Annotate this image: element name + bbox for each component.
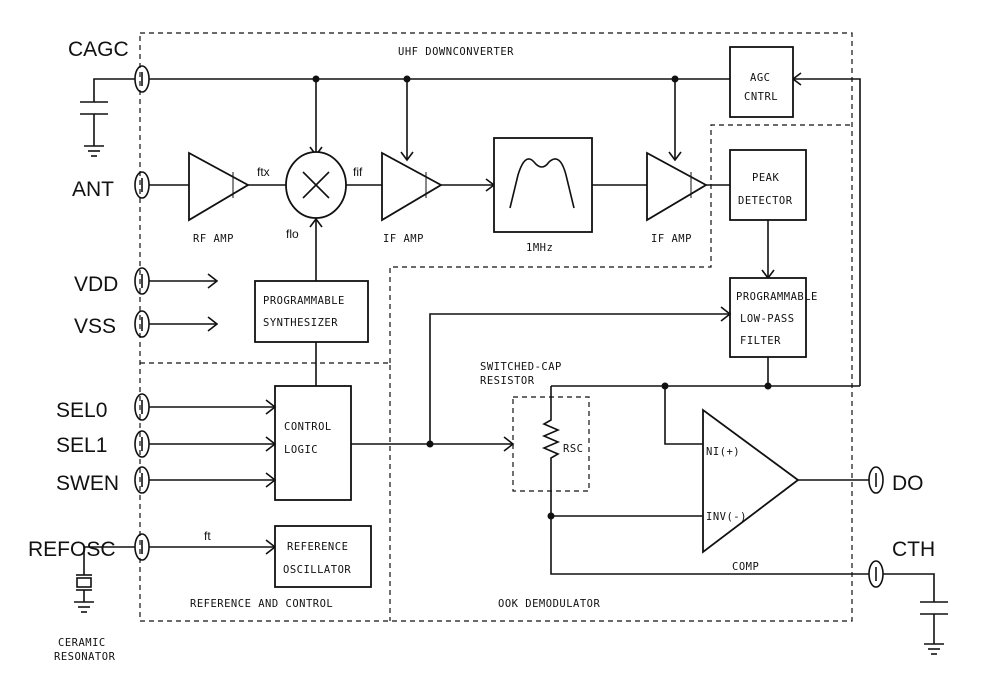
- pin-label-ant: ANT: [72, 178, 114, 201]
- signal-ft: ft: [204, 529, 211, 543]
- control-output-net: [351, 306, 732, 452]
- comp-plus-label: NI(+): [706, 446, 740, 458]
- if-amp-1: [381, 151, 443, 222]
- pin-swen: SWEN: [56, 466, 150, 495]
- refosc-label-line1: REFERENCE: [287, 541, 348, 553]
- synthesizer-block: [254, 280, 369, 343]
- mixer-lo-arrow: [309, 217, 323, 228]
- if-amp-1-label: IF AMP: [383, 233, 424, 245]
- pin-vss: VSS: [74, 310, 150, 338]
- section-label-ook: OOK DEMODULATOR: [498, 598, 601, 610]
- section-label-uhf: UHF DOWNCONVERTER: [398, 46, 514, 58]
- ceramic-label-line2: RESONATOR: [54, 651, 116, 663]
- pin-label-swen: SWEN: [56, 472, 119, 495]
- filter-label: 1MHz: [526, 242, 553, 254]
- pin-sel0: SEL0: [56, 393, 150, 422]
- select-inputs: [149, 399, 277, 488]
- rf-amp-label: RF AMP: [193, 233, 234, 245]
- synth-label-line2: SYNTHESIZER: [263, 317, 338, 329]
- pin-vdd: VDD: [74, 267, 150, 296]
- control-logic-block: [274, 385, 352, 501]
- cagc-capacitor: [80, 78, 135, 157]
- peak-label-line2: DETECTOR: [738, 195, 793, 207]
- lpf-output-net: [551, 357, 860, 445]
- mixer: [285, 151, 347, 219]
- agc-control-block: [729, 46, 794, 118]
- pin-label-cth: CTH: [892, 538, 935, 561]
- pin-do: DO: [868, 466, 924, 495]
- ctrl-label-line2: LOGIC: [284, 444, 318, 456]
- signal-flo: flo: [286, 227, 299, 241]
- lpf-label-line3: FILTER: [740, 335, 781, 347]
- pin-label-vss: VSS: [74, 315, 116, 338]
- comparator: [702, 408, 800, 554]
- rsc-label: RSC: [563, 443, 583, 455]
- if-amp-2: [646, 151, 708, 222]
- agc-bus: [149, 72, 861, 386]
- if-amp-2-label: IF AMP: [651, 233, 692, 245]
- lpf-label-line1: PROGRAMMABLE: [736, 291, 818, 303]
- lpf-label-line2: LOW-PASS: [740, 313, 795, 325]
- reference-oscillator-block: [274, 525, 372, 588]
- lowpass-filter-block: [729, 277, 807, 358]
- ceramic-resonator: [74, 546, 135, 613]
- cth-net: [547, 512, 869, 575]
- rsc-resistor: [541, 386, 561, 516]
- comp-minus-label: INV(-): [706, 511, 747, 523]
- pin-ant: ANT: [72, 171, 150, 201]
- rsc-title-line1: SWITCHED-CAP: [480, 361, 562, 373]
- cth-capacitor: [883, 573, 948, 655]
- agc-label-line1: AGC: [750, 72, 770, 84]
- section-boundaries: [139, 32, 853, 622]
- ctrl-label-line1: CONTROL: [284, 421, 332, 433]
- pin-label-cagc: CAGC: [68, 38, 129, 61]
- vss-arrow: [149, 316, 219, 332]
- ceramic-label-line1: CERAMIC: [58, 637, 106, 649]
- synth-label-line1: PROGRAMMABLE: [263, 295, 345, 307]
- comp-label: COMP: [732, 561, 759, 573]
- pin-sel1: SEL1: [56, 430, 150, 458]
- peak-detector-block: [729, 149, 807, 221]
- signal-ftx: ftx: [257, 165, 270, 179]
- bandpass-filter: [493, 137, 593, 233]
- rf-amp: [188, 151, 250, 222]
- pin-cth: CTH: [868, 538, 935, 588]
- pin-label-vdd: VDD: [74, 273, 118, 296]
- pin-label-sel1: SEL1: [56, 434, 107, 457]
- peak-label-line1: PEAK: [752, 172, 779, 184]
- vdd-arrow: [149, 273, 219, 289]
- pin-label-refosc: REFOSC: [28, 538, 116, 561]
- refosc-label-line2: OSCILLATOR: [283, 564, 351, 576]
- pin-cagc: CAGC: [68, 38, 150, 93]
- pin-label-do: DO: [892, 472, 924, 495]
- section-label-reference: REFERENCE AND CONTROL: [190, 598, 333, 610]
- agc-label-line2: CNTRL: [744, 91, 778, 103]
- signal-fif: fif: [353, 165, 363, 179]
- pin-label-sel0: SEL0: [56, 399, 107, 422]
- rsc-title-line2: RESISTOR: [480, 375, 535, 387]
